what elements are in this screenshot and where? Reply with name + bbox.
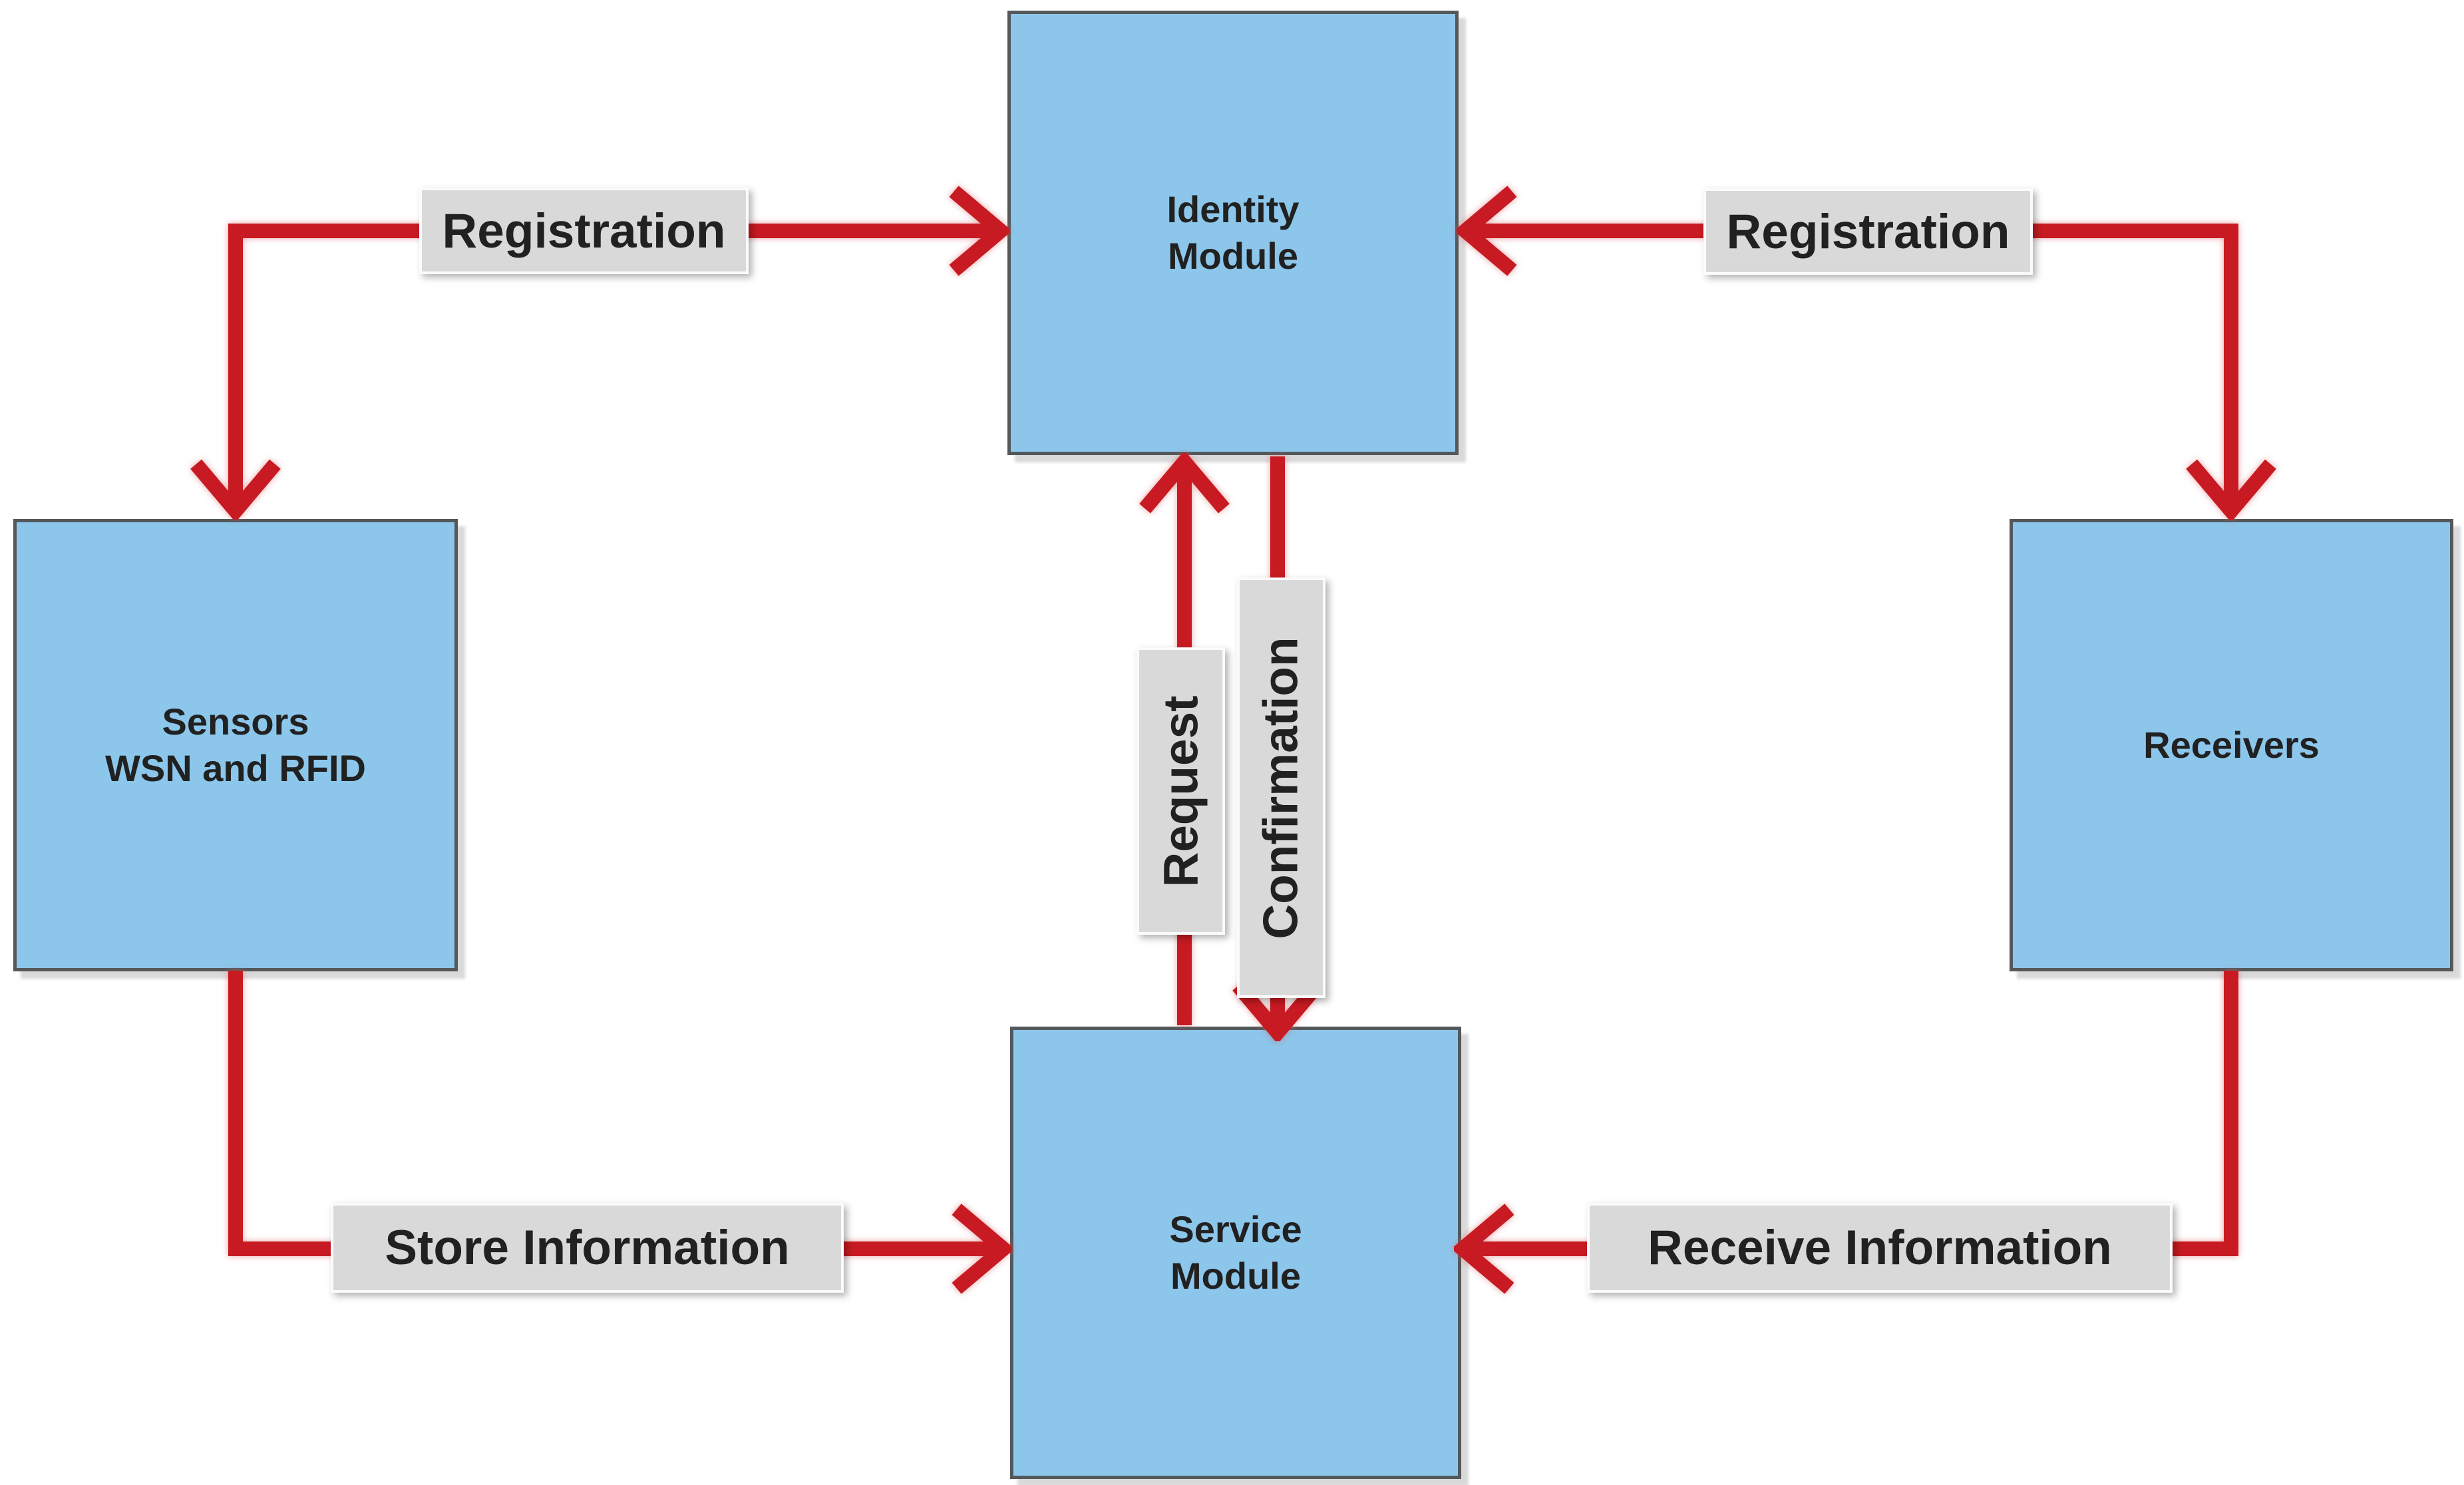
edge-label-text: Store Information (385, 1221, 790, 1275)
edge-label-text: Receive Information (1648, 1221, 2112, 1275)
edge-label-request: Request (1137, 647, 1225, 935)
edge-label-store-information: Store Information (331, 1203, 844, 1293)
node-label-line: Module (1168, 235, 1298, 277)
edge-label-text: Request (1154, 695, 1208, 888)
node-identity-module: Identity Module (1007, 11, 1459, 455)
edge-label-registration-right: Registration (1703, 188, 2033, 275)
node-receivers: Receivers (2010, 519, 2453, 971)
node-service-module-label: Service Module (1169, 1206, 1302, 1299)
node-sensors-wsn-rfid: Sensors WSN and RFID (13, 519, 458, 971)
node-label-line: Sensors (162, 701, 309, 742)
node-label-line: WSN and RFID (105, 747, 366, 789)
node-label-line: Receivers (2143, 724, 2320, 766)
node-identity-module-label: Identity Module (1166, 186, 1299, 279)
edge-label-text: Registration (442, 204, 726, 258)
edge-label-registration-left: Registration (419, 188, 749, 274)
edge-label-text: Registration (1726, 204, 2010, 259)
node-sensors-label: Sensors WSN and RFID (105, 699, 366, 792)
edge-label-text: Confirmation (1254, 636, 1308, 939)
node-label-line: Identity (1166, 188, 1300, 230)
node-label-line: Service (1169, 1208, 1302, 1250)
node-receivers-label: Receivers (2143, 722, 2320, 768)
node-service-module: Service Module (1010, 1027, 1461, 1479)
edge-label-receive-information: Receive Information (1587, 1203, 2173, 1293)
node-label-line: Module (1170, 1255, 1301, 1297)
edge-label-confirmation: Confirmation (1237, 578, 1325, 998)
